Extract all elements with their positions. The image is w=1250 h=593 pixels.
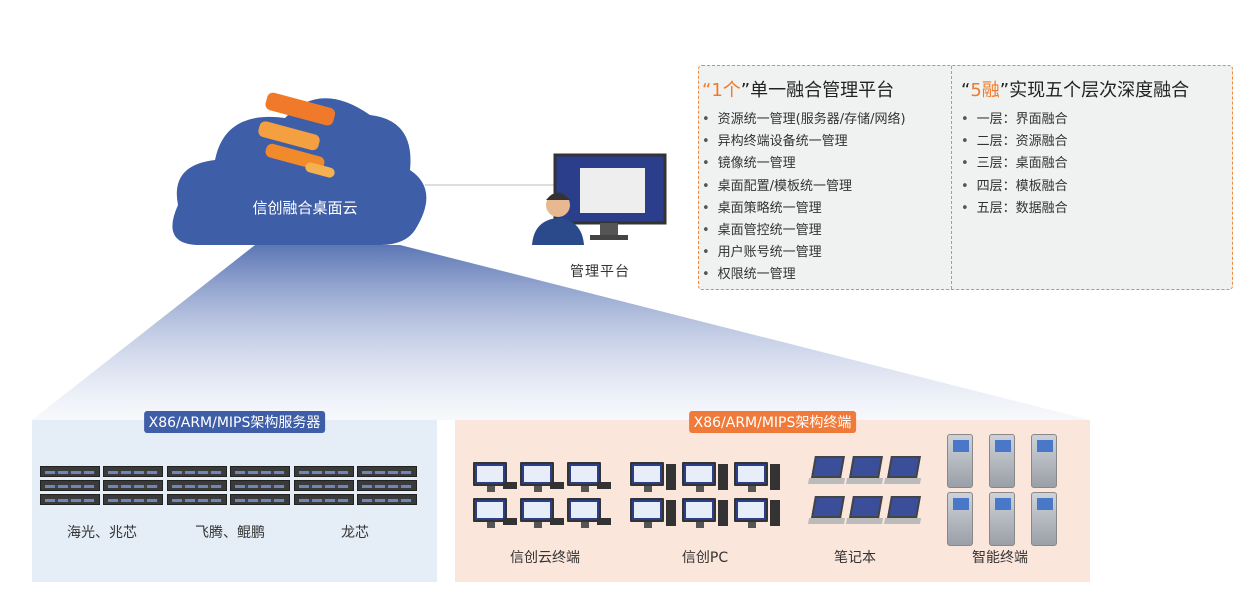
- server-group-label: 海光、兆芯: [67, 525, 137, 541]
- fusion-item: 二层：资源融合: [961, 131, 1189, 153]
- pc-monitor-icon: [734, 498, 768, 528]
- cloud-icon: [172, 98, 427, 245]
- fusion-item: 四层：模板融合: [961, 176, 1189, 198]
- server-rack-icon: [357, 494, 417, 505]
- laptop-icon: [811, 496, 845, 518]
- fusion-item: 三层：桌面融合: [961, 153, 1189, 175]
- terminals-panel: X86/ARM/MIPS架构终端 信创云终端 信创PC 笔记本 智能终端: [455, 411, 1090, 582]
- server-rack-icon: [167, 480, 227, 491]
- servers-panel: X86/ARM/MIPS架构服务器 海光、兆芯 飞腾、鲲鹏 龙芯: [32, 411, 437, 582]
- laptop-icon: [887, 456, 921, 478]
- thin-client-box-icon: [597, 482, 611, 489]
- pc-monitor-icon: [630, 498, 664, 528]
- thin-client-icon: [520, 462, 554, 492]
- server-rack-icon: [103, 466, 163, 477]
- pc-tower-icon: [666, 500, 676, 526]
- platform-item: 桌面配置/模板统一管理: [702, 176, 906, 198]
- server-rack-icon: [230, 480, 290, 491]
- pc-monitor-icon: [682, 462, 716, 492]
- platform-item: 资源统一管理(服务器/存储/网络): [702, 109, 906, 131]
- platform-item: 权限统一管理: [702, 264, 906, 286]
- feature-box: “1个”单一融合管理平台 资源统一管理(服务器/存储/网络)异构终端设备统一管理…: [698, 65, 1233, 290]
- fusion-item: 五层：数据融合: [961, 198, 1189, 220]
- kiosk-icon: [947, 434, 973, 488]
- fusion-column: “5融”实现五个层次深度融合 一层：界面融合二层：资源融合三层：桌面融合四层：模…: [961, 76, 1189, 220]
- kiosk-icon: [1031, 492, 1057, 546]
- server-rack-icon: [40, 494, 100, 505]
- pc-tower-icon: [770, 464, 780, 490]
- server-rack-icon: [294, 494, 354, 505]
- platform-item: 桌面策略统一管理: [702, 198, 906, 220]
- laptop-icon: [849, 456, 883, 478]
- server-group-label: 飞腾、鲲鹏: [195, 525, 265, 541]
- pc-tower-icon: [718, 464, 728, 490]
- thin-client-icon: [473, 462, 507, 492]
- fusion-title: “5融”实现五个层次深度融合: [961, 80, 1190, 101]
- server-rack-icon: [357, 466, 417, 477]
- management-platform-label: 管理平台: [570, 264, 630, 280]
- thin-client-box-icon: [550, 518, 564, 525]
- logo-icon: [258, 92, 336, 178]
- terminal-group-label: 信创云终端: [510, 550, 580, 566]
- server-rack-icon: [40, 466, 100, 477]
- pc-monitor-icon: [734, 462, 768, 492]
- thin-client-icon: [473, 498, 507, 528]
- platform-column: “1个”单一融合管理平台 资源统一管理(服务器/存储/网络)异构终端设备统一管理…: [702, 76, 906, 287]
- cloud-label: 信创融合桌面云: [252, 199, 358, 217]
- platform-item: 镜像统一管理: [702, 153, 906, 175]
- monitor-icon: [553, 153, 667, 240]
- thin-client-box-icon: [597, 518, 611, 525]
- server-rack-icon: [294, 480, 354, 491]
- kiosk-icon: [1031, 434, 1057, 488]
- kiosk-icon: [989, 434, 1015, 488]
- server-rack-icon: [230, 494, 290, 505]
- platform-item: 桌面管控统一管理: [702, 220, 906, 242]
- server-rack-icon: [40, 480, 100, 491]
- laptop-icon: [811, 456, 845, 478]
- server-rack-icon: [103, 480, 163, 491]
- pc-tower-icon: [666, 464, 676, 490]
- server-rack-icon: [294, 466, 354, 477]
- thin-client-icon: [567, 498, 601, 528]
- laptop-icon: [849, 496, 883, 518]
- terminal-group-label: 笔记本: [834, 550, 876, 566]
- fusion-item: 一层：界面融合: [961, 109, 1189, 131]
- server-rack-icon: [357, 480, 417, 491]
- platform-item: 用户账号统一管理: [702, 242, 906, 264]
- pc-monitor-icon: [682, 498, 716, 528]
- server-group-label: 龙芯: [341, 525, 369, 541]
- server-rack-icon: [230, 466, 290, 477]
- divider: [951, 66, 952, 289]
- terminal-group-label: 智能终端: [972, 550, 1028, 566]
- admin-person-icon: [532, 192, 584, 245]
- thin-client-box-icon: [503, 482, 517, 489]
- server-rack-icon: [167, 494, 227, 505]
- pc-tower-icon: [718, 500, 728, 526]
- kiosk-icon: [989, 492, 1015, 546]
- platform-item: 异构终端设备统一管理: [702, 131, 906, 153]
- server-rack-icon: [103, 494, 163, 505]
- thin-client-box-icon: [550, 482, 564, 489]
- thin-client-box-icon: [503, 518, 517, 525]
- pc-monitor-icon: [630, 462, 664, 492]
- servers-title: X86/ARM/MIPS架构服务器: [143, 411, 326, 433]
- thin-client-icon: [567, 462, 601, 492]
- terminals-title: X86/ARM/MIPS架构终端: [688, 411, 857, 433]
- terminal-group-label: 信创PC: [681, 550, 729, 566]
- thin-client-icon: [520, 498, 554, 528]
- pc-tower-icon: [770, 500, 780, 526]
- laptop-icon: [887, 496, 921, 518]
- platform-title: “1个”单一融合管理平台: [702, 80, 895, 101]
- kiosk-icon: [947, 492, 973, 546]
- server-rack-icon: [167, 466, 227, 477]
